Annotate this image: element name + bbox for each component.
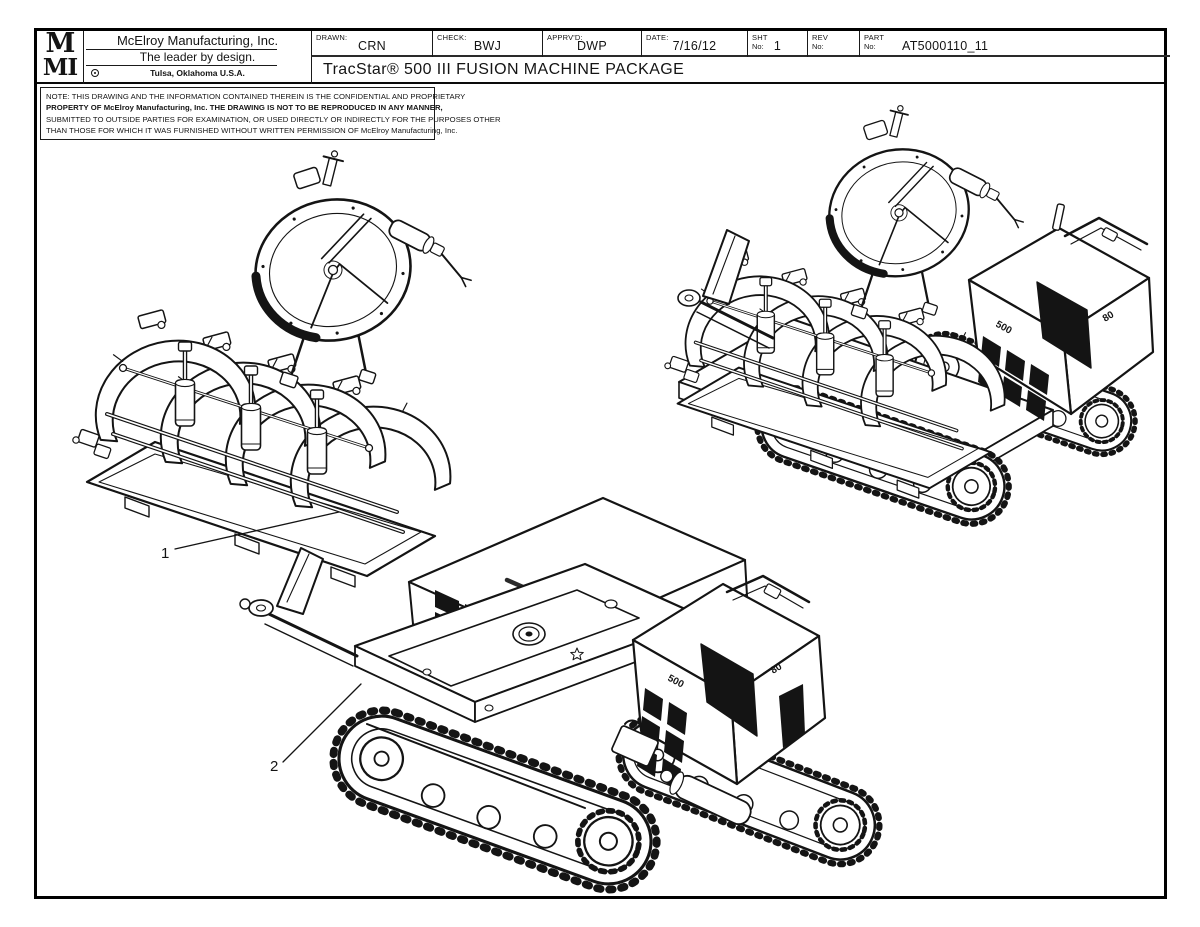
field-value: AT5000110_11 (902, 39, 989, 53)
company-name: McElroy Manufacturing, Inc. (116, 33, 279, 48)
note-line: SUBMITTED TO OUTSIDE PARTIES FOR EXAMINA… (46, 114, 501, 124)
field-label: SHT (752, 33, 768, 42)
field-label: No: (864, 41, 876, 51)
field-value: 7/16/12 (672, 39, 717, 53)
field-label: CHECK: (437, 33, 467, 42)
field-value: CRN (358, 39, 386, 53)
callout-1: 1 (161, 511, 340, 562)
field-sheet-no: SHT No: 1 (747, 31, 807, 57)
note-line: THAN THOSE FOR WHICH IT WAS FURNISHED WI… (46, 126, 458, 136)
note-line: NOTE: THIS DRAWING AND THE INFORMATION C… (46, 92, 466, 101)
rear-bracket (611, 719, 659, 767)
note-line: PROPERTY OF McElroy Manufacturing, Inc. … (46, 103, 443, 113)
field-label: PART (864, 33, 885, 42)
dial-80-marking: 80 (1101, 309, 1117, 324)
field-value: DWP (576, 39, 608, 53)
fields-row: DRAWN: CRN CHECK: BWJ APPRV'D: DWP DATE:… (311, 31, 1170, 57)
pipe-guide-arm (239, 547, 359, 667)
logo-m-glyph: M (45, 31, 76, 59)
company-location: Tulsa, Oklahoma U.S.A. (150, 68, 245, 78)
field-value: BWJ (473, 39, 502, 53)
tracstar-vehicle-view: 500 80 (239, 496, 891, 896)
company-cell: McElroy Manufacturing, Inc. The leader b… (83, 31, 311, 84)
pipe-roller (660, 769, 752, 826)
company-tagline: The leader by design. (139, 50, 256, 64)
dial-80-marking: 80 (769, 661, 785, 676)
drawing-sheet-frame: M MI McElroy Manufacturing, Inc. The lea… (34, 28, 1170, 899)
callout-2-number: 2 (270, 758, 278, 775)
field-drawn: DRAWN: CRN (312, 31, 432, 57)
field-check: CHECK: BWJ (432, 31, 542, 57)
tracstar-with-carriage-view: 500 80 (665, 104, 1155, 534)
field-label: APPRV'D: (547, 33, 583, 42)
divider (86, 49, 277, 50)
title-block: M MI McElroy Manufacturing, Inc. The lea… (37, 31, 1170, 84)
confidentiality-note: NOTE: THIS DRAWING AND THE INFORMATION C… (40, 87, 501, 140)
callout-2: 2 (270, 683, 362, 775)
field-label: DRAWN: (316, 33, 348, 42)
divider (86, 65, 277, 66)
field-value: 1 (773, 39, 782, 53)
pipe-guide-arm (677, 229, 775, 349)
registered-mark-icon (91, 69, 99, 77)
field-apprvd: APPRV'D: DWP (542, 31, 641, 57)
field-label: No: (752, 41, 764, 51)
field-part-no: PART No: AT5000110_11 (859, 31, 1171, 57)
callout-1-number: 1 (161, 545, 169, 562)
isometric-drawing-canvas: 500 80 (37, 84, 1155, 896)
mcelroy-logo: M MI (37, 31, 83, 84)
field-date: DATE: 7/16/12 (641, 31, 747, 57)
drawing-title: TracStar® 500 III FUSION MACHINE PACKAGE (311, 57, 1170, 84)
field-label: DATE: (646, 33, 669, 42)
logo-mi-glyph: MI (42, 54, 78, 81)
field-label: REV (812, 33, 829, 42)
field-rev-no: REV No: (807, 31, 859, 57)
fusion-carriage-view (73, 149, 481, 587)
field-label: No: (812, 41, 824, 51)
